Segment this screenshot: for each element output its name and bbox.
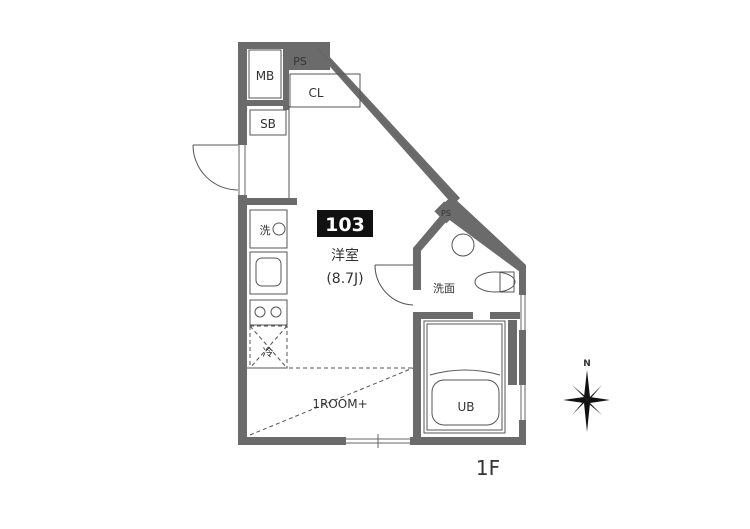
bathtub <box>431 379 500 426</box>
compass-icon <box>563 370 610 432</box>
washer-label: 洗 <box>260 224 271 237</box>
washbasin <box>451 233 475 257</box>
compass-north: N <box>583 359 591 369</box>
mb-closet <box>248 49 282 99</box>
fridge-label: 冷 <box>263 346 274 359</box>
washroom-label: 洗面 <box>433 282 455 295</box>
cl-label: CL <box>308 86 323 100</box>
room-name: 洋室 <box>331 247 359 264</box>
ub-label: UB <box>457 400 474 414</box>
fridge-space <box>249 325 288 369</box>
toilet <box>474 271 516 293</box>
cl-closet <box>289 73 361 108</box>
unit-number-badge <box>317 210 373 237</box>
unit-number: 103 <box>325 214 365 236</box>
entry-door[interactable] <box>192 144 239 191</box>
layout-type: 1ROOM+ <box>312 397 367 411</box>
sb-shoebox <box>249 109 287 136</box>
washer-space <box>249 209 288 249</box>
stove <box>249 299 288 326</box>
room-size: (8.7J) <box>326 271 363 287</box>
ps-mid-label: PS <box>441 209 451 218</box>
ps-top-label: PS <box>293 55 307 68</box>
windows <box>238 47 526 448</box>
unit-bath <box>423 320 506 434</box>
floor-label: 1F <box>476 456 500 480</box>
sb-label: SB <box>260 117 276 131</box>
washroom-door[interactable] <box>374 264 414 306</box>
kitchen-sink <box>249 251 288 295</box>
mb-label: MB <box>256 69 275 83</box>
walls <box>238 42 526 445</box>
